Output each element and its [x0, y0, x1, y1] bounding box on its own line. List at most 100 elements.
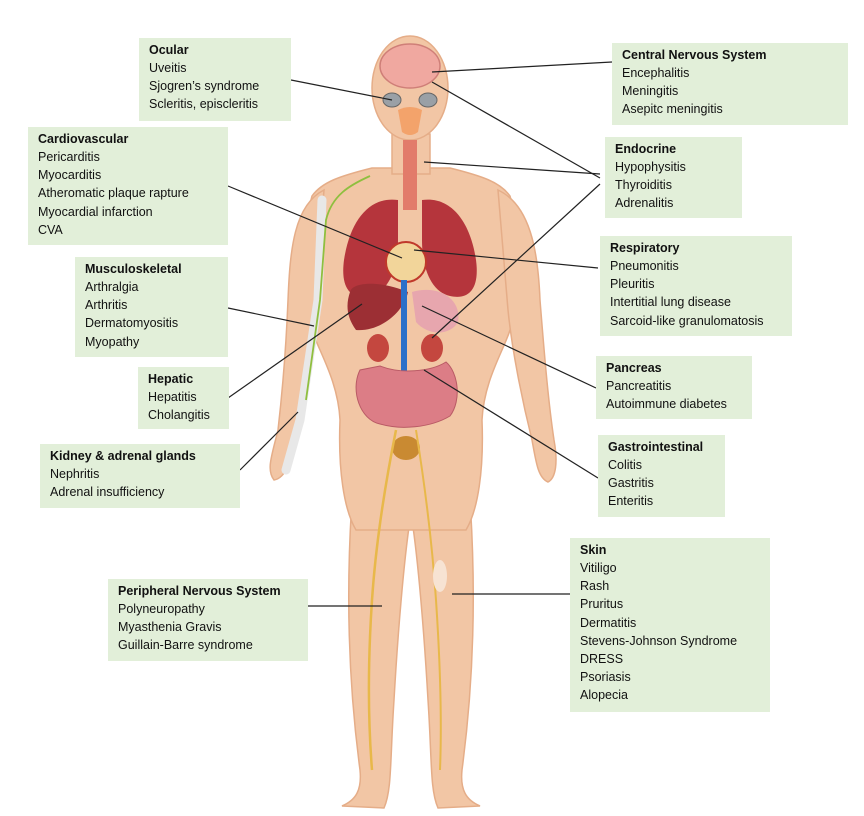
- skin-title: Skin: [580, 543, 607, 557]
- arm-skeleton: [281, 195, 327, 475]
- list-item: Arthritis: [85, 298, 128, 313]
- right-lung: [422, 199, 477, 297]
- list-item: Pericarditis: [38, 150, 100, 164]
- connector-pancreas: [421, 305, 597, 389]
- list-item: Sjogren’s syndrome: [149, 79, 260, 94]
- list-item: Pruritus: [580, 597, 624, 612]
- bladder: [392, 436, 420, 460]
- hepatic-title: Hepatic: [148, 372, 194, 386]
- cardiovascular-title: Cardiovascular: [38, 132, 129, 146]
- list-item: Alopecia: [580, 688, 628, 703]
- list-item: Hypophysitis: [615, 160, 686, 174]
- cardiovascular-list: Pericarditis Myocarditis Atheromatic pla…: [38, 148, 218, 239]
- ocular-title: Ocular: [149, 43, 189, 57]
- leg-nerve-left: [367, 429, 398, 771]
- liver: [347, 283, 408, 331]
- pancreas-title: Pancreas: [606, 361, 662, 375]
- list-item: DRESS: [580, 652, 624, 667]
- skin-box: Skin Vitiligo Rash Pruritus Dermatitis S…: [570, 538, 770, 712]
- list-item: Pancreatitis: [606, 379, 672, 393]
- endocrine-box: Endocrine Hypophysitis Thyroiditis Adren…: [605, 137, 742, 218]
- skin-patch: [433, 560, 447, 592]
- left-leg: [341, 498, 411, 809]
- right-eye: [418, 92, 438, 108]
- list-item: Guillain-Barre syndrome: [118, 638, 253, 653]
- connector-respiratory: [413, 249, 599, 269]
- connector-ocular: [290, 79, 393, 101]
- list-item: Stevens-Johnson Syndrome: [580, 633, 738, 648]
- left-lung: [343, 199, 398, 297]
- right-arm: [497, 188, 557, 483]
- respiratory-box: Respiratory Pneumonitis Pleuritis Intert…: [600, 236, 792, 336]
- gastrointestinal-list: Colitis Gastritis Enteritis: [608, 456, 715, 511]
- respiratory-title: Respiratory: [610, 241, 680, 255]
- gastrointestinal-box: Gastrointestinal Colitis Gastritis Enter…: [598, 435, 725, 517]
- arm-nerves: [305, 175, 371, 401]
- hepatic-box: Hepatic Hepatitis Cholangitis: [138, 367, 229, 429]
- torso: [303, 167, 519, 531]
- list-item: Sarcoid-like granulomatosis: [610, 313, 764, 328]
- intestines: [355, 361, 458, 428]
- list-item: Pleuritis: [610, 277, 655, 292]
- list-item: Rash: [580, 579, 610, 594]
- kidney-title: Kidney & adrenal glands: [50, 449, 196, 463]
- list-item: CVA: [38, 222, 63, 237]
- ocular-box: Ocular Uveitis Sjogren’s syndrome Scleri…: [139, 38, 291, 121]
- list-item: Intertitial lung disease: [610, 295, 731, 310]
- right-kidney: [421, 334, 443, 362]
- pancreas-list: Pancreatitis Autoimmune diabetes: [606, 377, 742, 413]
- list-item: Adrenalitis: [615, 196, 674, 211]
- cardiovascular-box: Cardiovascular Pericarditis Myocarditis …: [28, 127, 228, 245]
- musculoskeletal-box: Musculoskeletal Arthralgia Arthritis Der…: [75, 257, 228, 357]
- connector-cns: [431, 61, 613, 73]
- brain: [379, 43, 441, 89]
- list-item: Myocarditis: [38, 168, 102, 183]
- list-item: Dermatomyositis: [85, 316, 179, 331]
- pns-list: Polyneuropathy Myasthenia Gravis Guillai…: [118, 600, 298, 655]
- list-item: Enteritis: [608, 494, 654, 509]
- list-item: Vitiligo: [580, 561, 617, 575]
- cns-box: Central Nervous System Encephalitis Meni…: [612, 43, 848, 125]
- list-item: Psoriasis: [580, 670, 631, 685]
- connector-hepatic: [227, 303, 363, 399]
- list-item: Asepitc meningitis: [622, 102, 723, 117]
- list-item: Nephritis: [50, 467, 100, 481]
- respiratory-list: Pneumonitis Pleuritis Intertitial lung d…: [610, 257, 782, 330]
- connector-cns-endocrine: [431, 81, 601, 179]
- list-item: Colitis: [608, 458, 643, 472]
- connector-kidney: [239, 411, 299, 471]
- stomach: [412, 289, 459, 333]
- list-item: Myopathy: [85, 334, 140, 349]
- nasal-cavity: [398, 107, 422, 135]
- heart: [385, 241, 427, 283]
- pancreas-box: Pancreas Pancreatitis Autoimmune diabete…: [596, 356, 752, 419]
- pns-box: Peripheral Nervous System Polyneuropathy…: [108, 579, 308, 661]
- gastrointestinal-title: Gastrointestinal: [608, 440, 704, 454]
- list-item: Atheromatic plaque rapture: [38, 186, 189, 201]
- list-item: Polyneuropathy: [118, 602, 205, 616]
- list-item: Adrenal insufficiency: [50, 485, 165, 500]
- connector-lines: [227, 61, 613, 607]
- left-kidney: [367, 334, 389, 362]
- leg-nerve-right: [415, 429, 442, 771]
- pns-title: Peripheral Nervous System: [118, 584, 281, 598]
- list-item: Hepatitis: [148, 390, 197, 404]
- cns-list: Encephalitis Meningitis Asepitc meningit…: [622, 64, 838, 119]
- musculoskeletal-list: Arthralgia Arthritis Dermatomyositis Myo…: [85, 278, 218, 351]
- list-item: Dermatitis: [580, 615, 637, 630]
- list-item: Arthralgia: [85, 280, 139, 294]
- kidney-box: Kidney & adrenal glands Nephritis Adrena…: [40, 444, 240, 508]
- skin-list: Vitiligo Rash Pruritus Dermatitis Steven…: [580, 559, 760, 705]
- connector-gastrointestinal: [423, 369, 599, 479]
- list-item: Pneumonitis: [610, 259, 679, 273]
- cns-title: Central Nervous System: [622, 48, 767, 62]
- list-item: Meningitis: [622, 84, 679, 99]
- connector-musculoskeletal: [227, 307, 315, 327]
- kidney-list: Nephritis Adrenal insufficiency: [50, 465, 230, 501]
- list-item: Autoimmune diabetes: [606, 397, 727, 412]
- list-item: Cholangitis: [148, 408, 210, 423]
- list-item: Uveitis: [149, 61, 187, 75]
- connector-endocrine-adrenal: [431, 183, 601, 339]
- trachea: [403, 140, 417, 210]
